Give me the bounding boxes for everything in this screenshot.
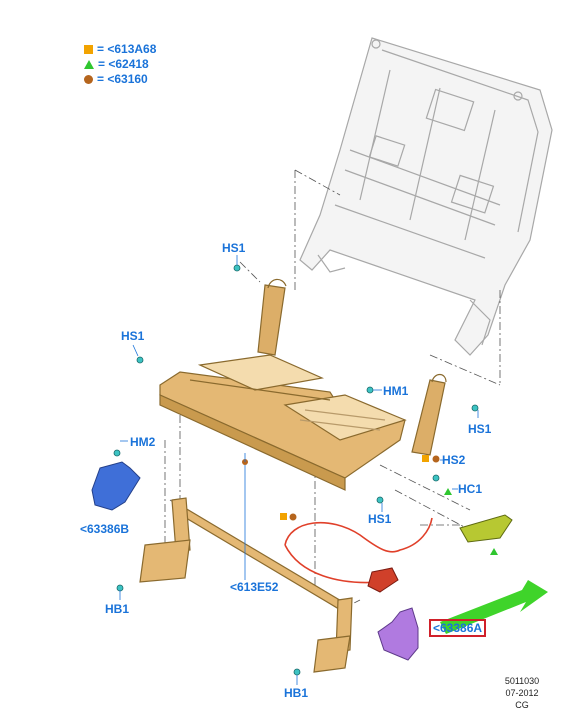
callout-hs2[interactable]: HS2 bbox=[442, 453, 466, 467]
legend-item-613A68: = <613A68 bbox=[84, 42, 156, 56]
callout-hs1-mid[interactable]: HS1 bbox=[368, 512, 392, 526]
crossbar-613E52 bbox=[139, 497, 353, 673]
drawing-date: 07-2012 bbox=[505, 688, 539, 698]
blue-bracket-63386B bbox=[91, 461, 141, 511]
callout-hc1[interactable]: HC1 bbox=[458, 482, 483, 496]
circle-marker-icon bbox=[84, 75, 93, 84]
fasteners bbox=[113, 264, 479, 676]
seat-back-frame bbox=[299, 37, 553, 356]
purple-bracket-63386A bbox=[377, 607, 419, 661]
triangle-marker-icon bbox=[84, 60, 94, 69]
callout-part-63386B[interactable]: <63386B bbox=[80, 522, 130, 536]
callout-part-613E52[interactable]: <613E52 bbox=[230, 580, 279, 594]
callout-hm1[interactable]: HM1 bbox=[383, 384, 409, 398]
release-cable bbox=[284, 517, 433, 584]
square-marker-icon bbox=[84, 45, 93, 54]
drawing-initials: CG bbox=[515, 700, 529, 710]
callout-hs1-right[interactable]: HS1 bbox=[468, 422, 492, 436]
callout-hb1-left[interactable]: HB1 bbox=[105, 602, 130, 616]
callout-hm2[interactable]: HM2 bbox=[130, 435, 156, 449]
callout-hs1-left[interactable]: HS1 bbox=[121, 329, 145, 343]
leader-lines bbox=[119, 255, 479, 685]
seat-cushion-frame bbox=[159, 278, 447, 491]
drawing-number: 5011030 bbox=[504, 676, 540, 686]
green-hinge-cover bbox=[459, 514, 513, 543]
callout-hb1-bottom[interactable]: HB1 bbox=[284, 686, 309, 700]
legend-item-62418: = <62418 bbox=[84, 57, 149, 71]
cable-actuator bbox=[367, 567, 399, 593]
legend-item-63160: = <63160 bbox=[84, 72, 148, 86]
callout-hs1-top[interactable]: HS1 bbox=[222, 241, 246, 255]
callout-part-63386A[interactable]: <63386A bbox=[429, 619, 487, 637]
